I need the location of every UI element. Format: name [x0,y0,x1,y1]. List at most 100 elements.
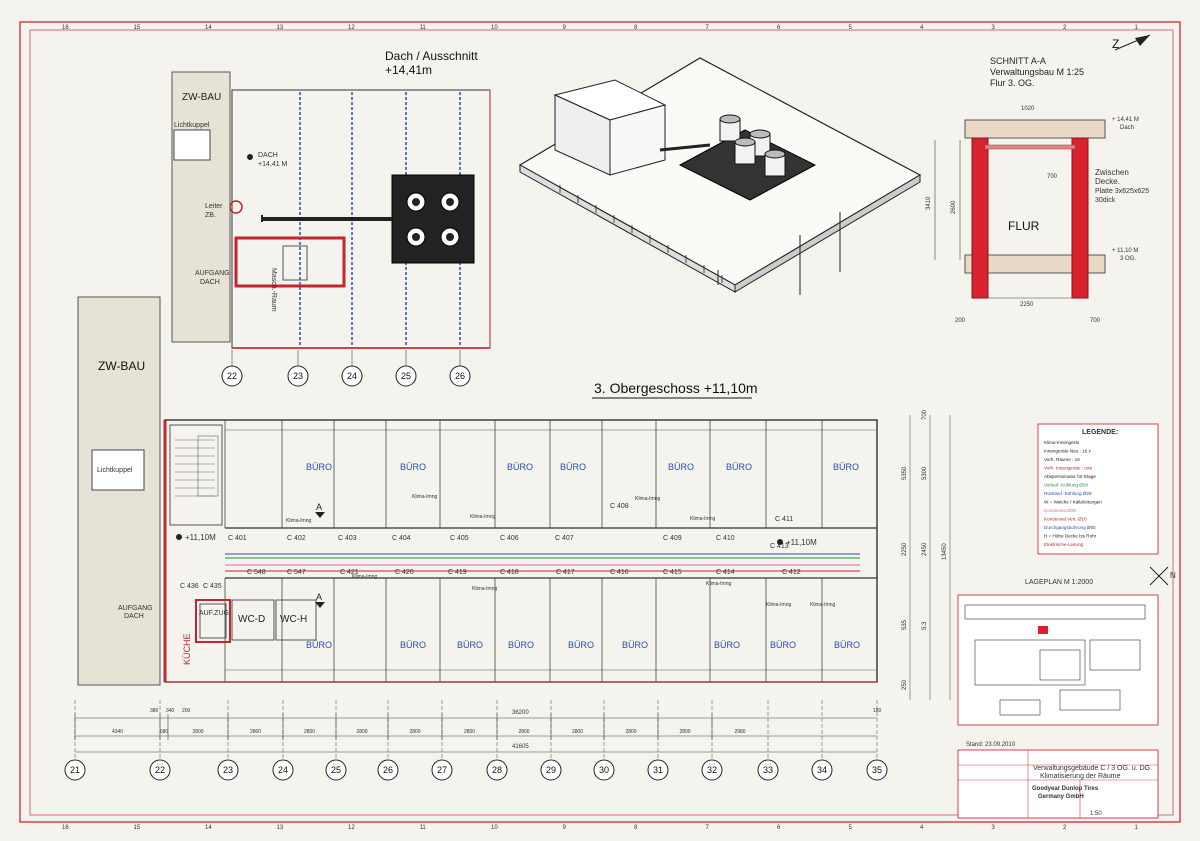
room-label-top: C 403 [338,535,357,542]
right-dim: 5.3 [922,621,928,630]
section-a-a: SCHNITT A-A Verwaltungsbau M 1:25 Flur 3… [926,56,1149,324]
plan-axis-label: 30 [599,765,609,775]
frame-number-top: 10 [491,25,498,31]
office-label: BÜRO [726,462,752,472]
room-label-top: C 409 [663,535,682,542]
north-arrow: Z [1112,34,1151,51]
section-mark-top: A [316,502,322,512]
roof-axis-bubble [449,365,471,387]
frame-number-bottom: 2 [1063,825,1067,831]
site-building [999,699,1041,716]
roof-zw-bau: ZW-BAU [182,92,221,103]
level-top: + 14,41 M [1112,117,1139,123]
frame-number-top: 9 [563,25,567,31]
legend-item: Vorlauf -Kühlung Ø28 [1044,483,1088,488]
level-right: +11,10M [786,538,817,547]
klima-label: Klima-Imng [472,586,498,592]
frame-number-bottom: 7 [706,825,710,831]
office-label: BÜRO [714,640,740,650]
office-label: BÜRO [400,462,426,472]
dim-right: 700 [1090,318,1101,324]
title-date: Stand: 23.09.2010 [966,742,1016,748]
room-label-top: C 413 [770,543,789,550]
roof-axis-bubble [287,365,309,387]
room-label-top: C 405 [450,535,469,542]
plan-axis-label: 22 [155,765,165,775]
ladder-sub-label: ZB. [205,212,216,219]
frame-number-bottom: 13 [277,825,284,831]
title-block: Stand: 23.09.2010 Verwaltungsgebäude C /… [957,742,1159,819]
wc-h-label: WC-H [280,614,307,625]
room-label-top: C 408 [610,503,629,510]
site-building [974,639,1086,686]
plan-axis-bubble [540,759,562,781]
plan-axis-bubble [757,759,779,781]
frame-number-bottom: 16 [62,825,69,831]
roof-level-mark: +14,41 M [258,161,288,168]
company-line-2: Germany GmbH [1038,794,1084,800]
small-dim: 380 [150,708,159,714]
frame-number-top: 15 [134,25,141,31]
dim-mid: 700 [1047,174,1058,180]
small-dim: 180 [873,708,882,714]
right-dim: 2250 [902,542,908,556]
bay-dim: 2800 [192,729,203,735]
roof-stair-label: AUFGANG [195,270,230,277]
dim-bottom: 2250 [1020,302,1034,308]
lageplan-north: N [1170,571,1176,580]
plan-axis-bubble [486,759,508,781]
isometric-roof-view [518,57,922,295]
frame-number-top: 1 [1135,25,1139,31]
legend-item: Vorh. Innengeräte : rote [1044,466,1093,471]
plan-axis-bubble [64,759,86,781]
legend-item: Durchgangsbohrung Ø80 [1044,525,1096,530]
bay-dim: 4340 [112,729,123,735]
project-line-2: Klimatisierung der Räume [1040,773,1121,780]
dim-top: 1020 [1021,106,1035,112]
section-note-3: Platte 3x625x625 [1095,188,1149,195]
frame-number-bottom: 9 [563,825,567,831]
frame-number-bottom: 1 [1135,825,1139,831]
room-label-bottom: C 416 [610,569,629,576]
plan-axis-label: 21 [70,765,80,775]
klima-label: Klima-Imng [810,602,836,608]
company-line-1: Goodyear Dunlop Tires [1032,786,1099,792]
legend-item: Elektrische-Leitung [1044,542,1084,547]
section-room-label: FLUR [1008,219,1040,233]
floor-stair-label: AUFGANG [118,605,153,612]
bay-dim: 2980 [734,729,745,735]
room-label-top: C 410 [716,535,735,542]
klima-label: Klima-Imng [412,494,438,500]
frame-number-top: 12 [348,25,355,31]
roof-axis-label: 22 [227,371,237,381]
office-label: BÜRO [306,462,332,472]
roof-skylight-label: Lichtkuppel [174,122,210,129]
legend-item: Kondensat Vert. Ø18 [1044,517,1087,522]
floor-stair-sub: DACH [124,613,144,620]
legend-item: H = Höhe Decke bis Rohr [1044,534,1097,539]
klima-label: Klima-Imng [706,581,732,587]
office-label: BÜRO [622,640,648,650]
frame-number-top: 7 [706,25,710,31]
office-label: BÜRO [508,640,534,650]
legend-item: Klima-Innengerät [1044,440,1080,445]
legend-item: Rücklauf -Kühlung Ø28 [1044,491,1092,496]
site-building [1089,639,1141,671]
roof-axis-bubble [341,365,363,387]
room-label-bottom: C 419 [448,569,467,576]
roof-stair-sub: DACH [200,279,220,286]
right-dim: 535 [902,619,908,630]
legend-item: Kondensat Ø28 [1044,508,1076,513]
plan-axis-bubble [272,759,294,781]
plan-axis-bubble [866,759,888,781]
klima-label: Klima-Imng [352,574,378,580]
svg-text:Z: Z [1112,37,1119,51]
site-plan: LAGEPLAN M 1:2000 N [957,566,1176,726]
project-line-1: Verwaltungsgebäude C / 3 OG. u. DG. [1033,765,1152,772]
plan-axis-bubble [701,759,723,781]
bay-dim: 2800 [518,729,529,735]
level-bottom-sub: 3 OG. [1120,256,1136,262]
frame-number-bottom: 12 [348,825,355,831]
site-highlight [1038,626,1048,634]
